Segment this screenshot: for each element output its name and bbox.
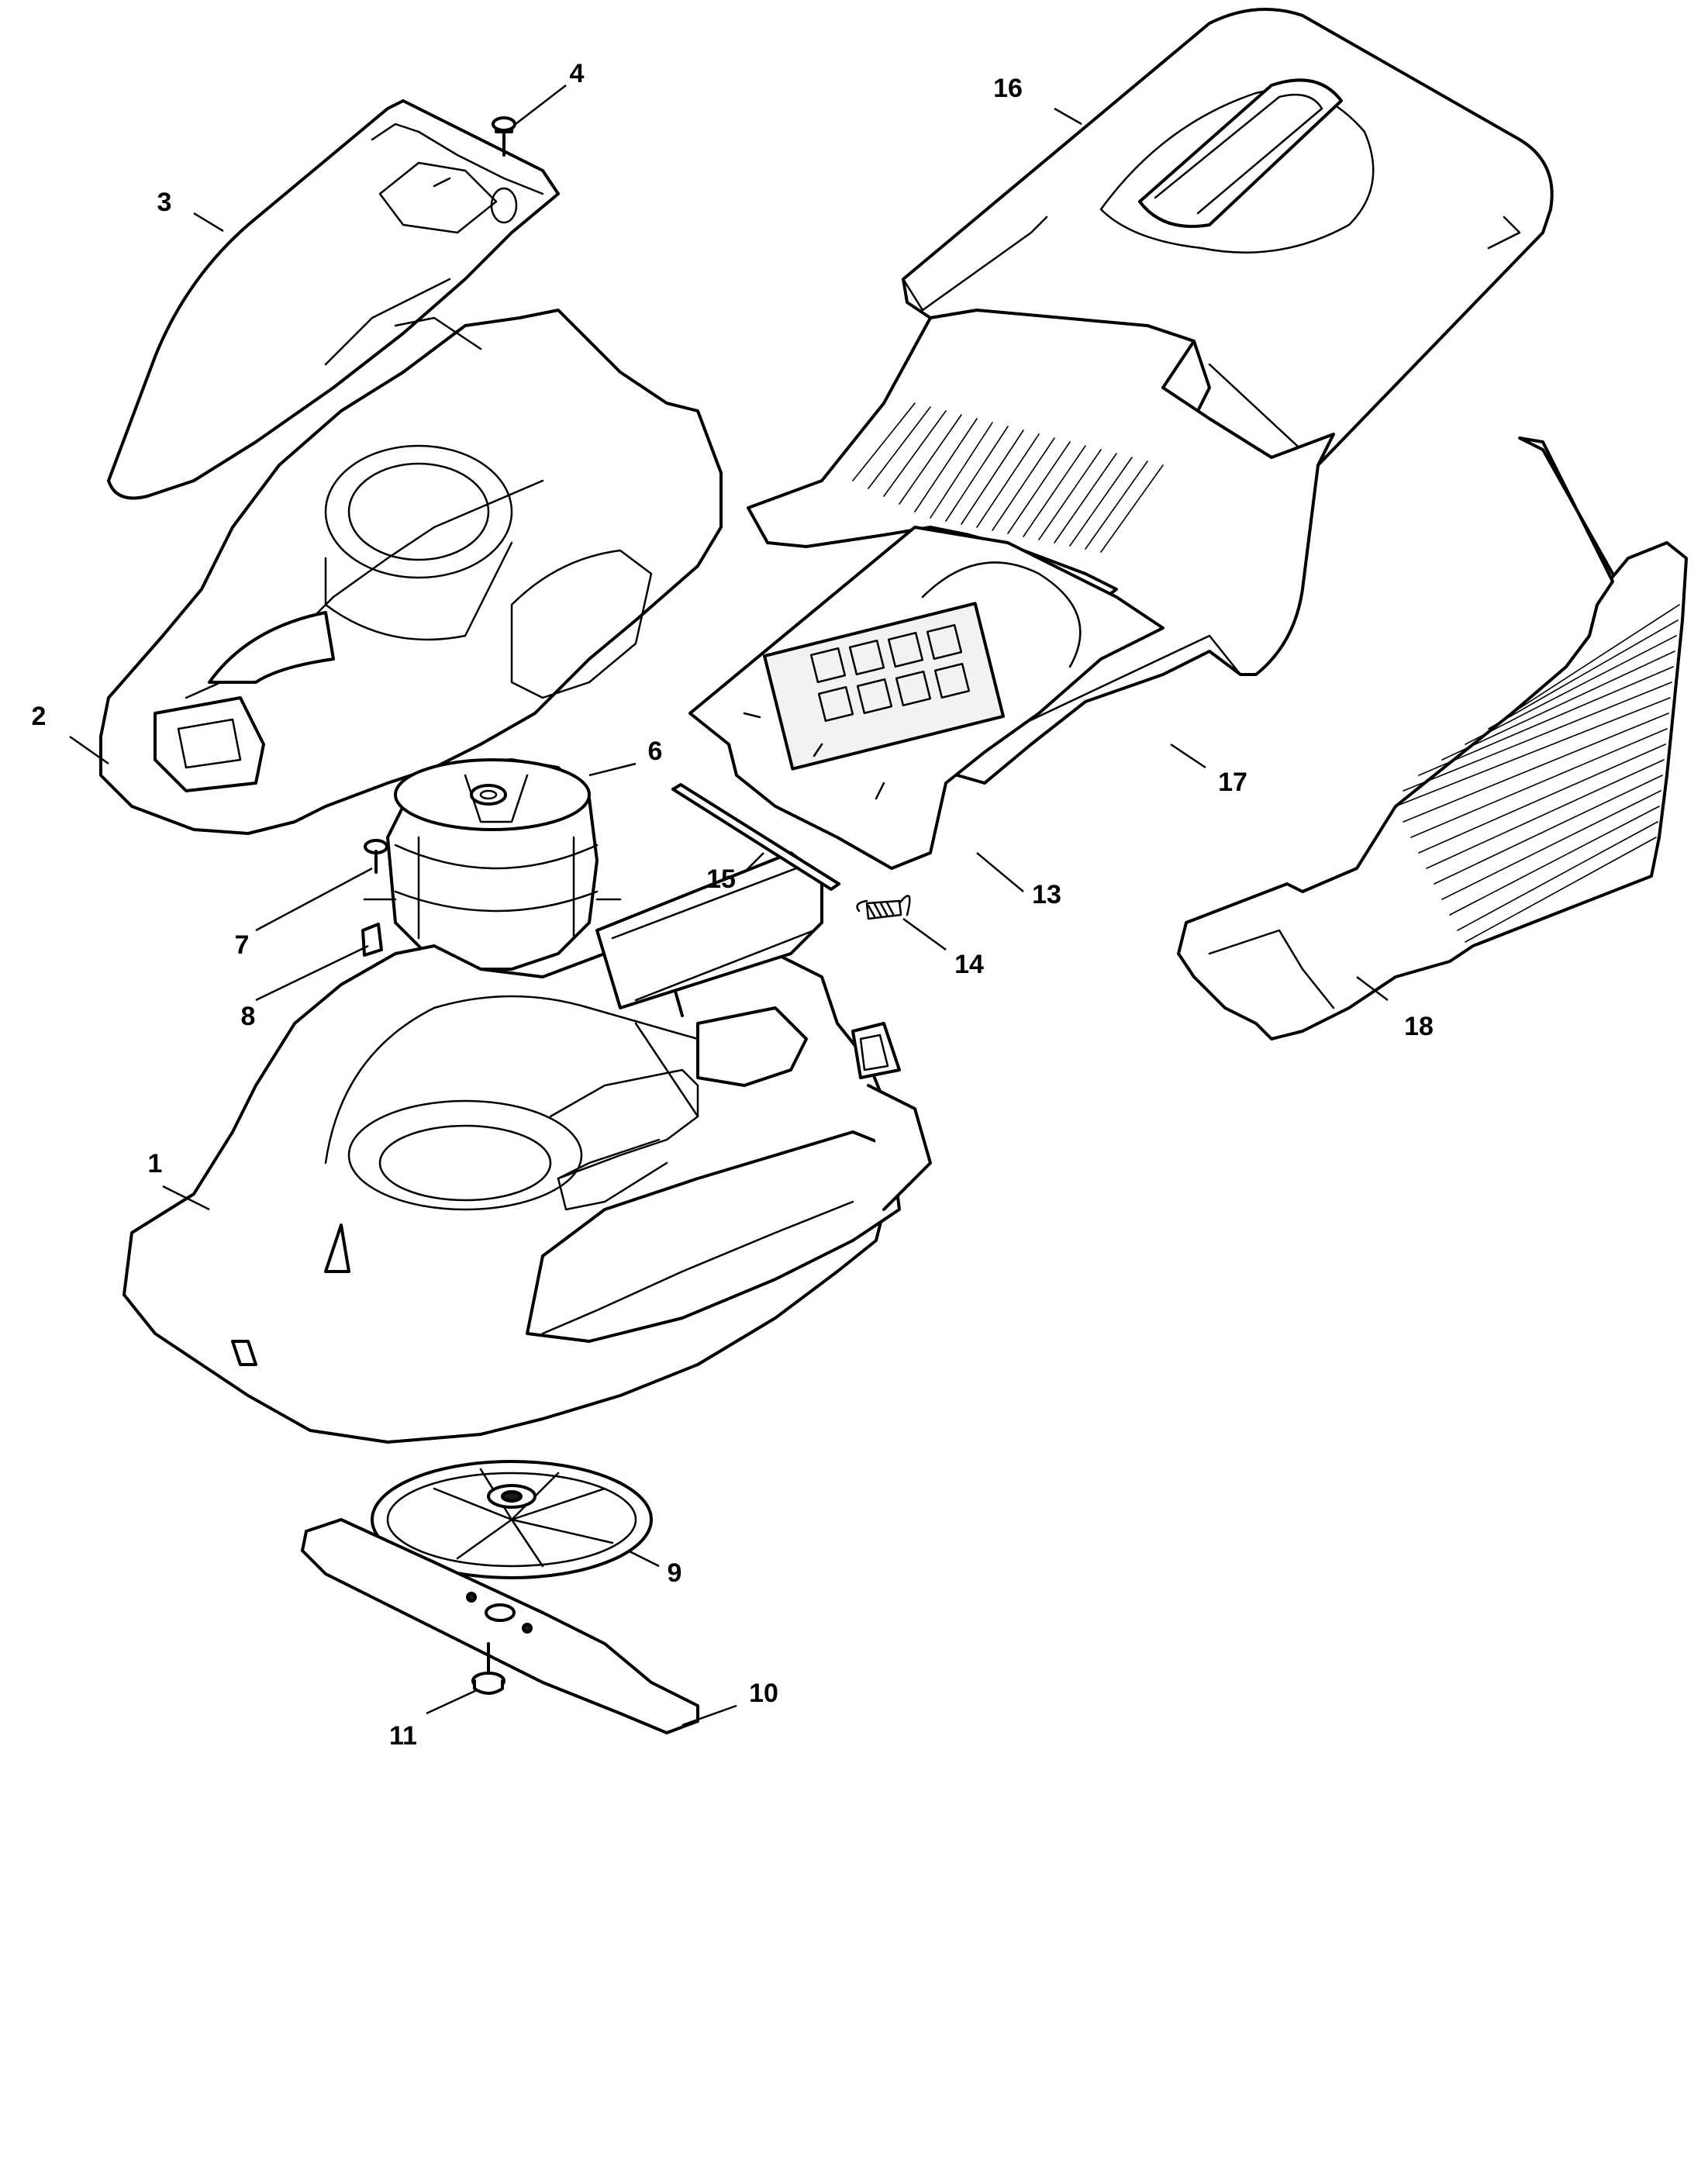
part-13-bag-flap[interactable] (688, 526, 1165, 870)
callout-15: 15 (706, 864, 736, 894)
bag-mesh (1395, 604, 1680, 943)
callout-labels: 3 4 2 16 6 7 8 1 9 10 11 13 14 15 17 18 (32, 59, 1434, 1751)
part-6-motor[interactable] (363, 758, 622, 971)
bag-frame-ribbing (852, 402, 1164, 553)
part-10-blade[interactable] (301, 1518, 699, 1734)
part-17-grassbag-frame[interactable] (747, 309, 1335, 785)
part-9-fan[interactable] (371, 1460, 653, 1579)
callout-8: 8 (241, 1002, 256, 1031)
callout-6: 6 (648, 737, 663, 766)
part-18-grassbag-body[interactable] (1177, 437, 1688, 1040)
callout-4: 4 (570, 59, 585, 88)
part-16-grassbag-cover[interactable] (902, 8, 1554, 499)
part-8-clip[interactable] (361, 923, 383, 957)
part-7-screw[interactable] (364, 839, 388, 874)
leader-lines (69, 85, 1389, 1727)
callout-10: 10 (749, 1679, 778, 1708)
callout-7: 7 (235, 930, 250, 960)
part-2-motor-housing[interactable] (99, 309, 723, 835)
callout-16: 16 (993, 74, 1023, 103)
callout-13: 13 (1032, 880, 1061, 909)
callout-1: 1 (148, 1149, 163, 1178)
warning-label-icons (809, 623, 971, 723)
callout-11: 11 (389, 1721, 417, 1751)
callout-2: 2 (32, 702, 47, 731)
callout-14: 14 (954, 950, 984, 979)
callout-9: 9 (668, 1558, 682, 1588)
part-14-spring[interactable] (856, 895, 911, 920)
part-4-screw[interactable] (492, 116, 516, 157)
callout-17: 17 (1218, 768, 1247, 797)
part-3-top-cover[interactable] (107, 99, 560, 500)
part-1-mower-deck[interactable] (122, 851, 932, 1444)
callout-18: 18 (1404, 1012, 1434, 1041)
callout-3: 3 (157, 188, 172, 217)
part-11-blade-bolt[interactable] (471, 1642, 505, 1695)
part-15-rod[interactable] (671, 783, 840, 891)
